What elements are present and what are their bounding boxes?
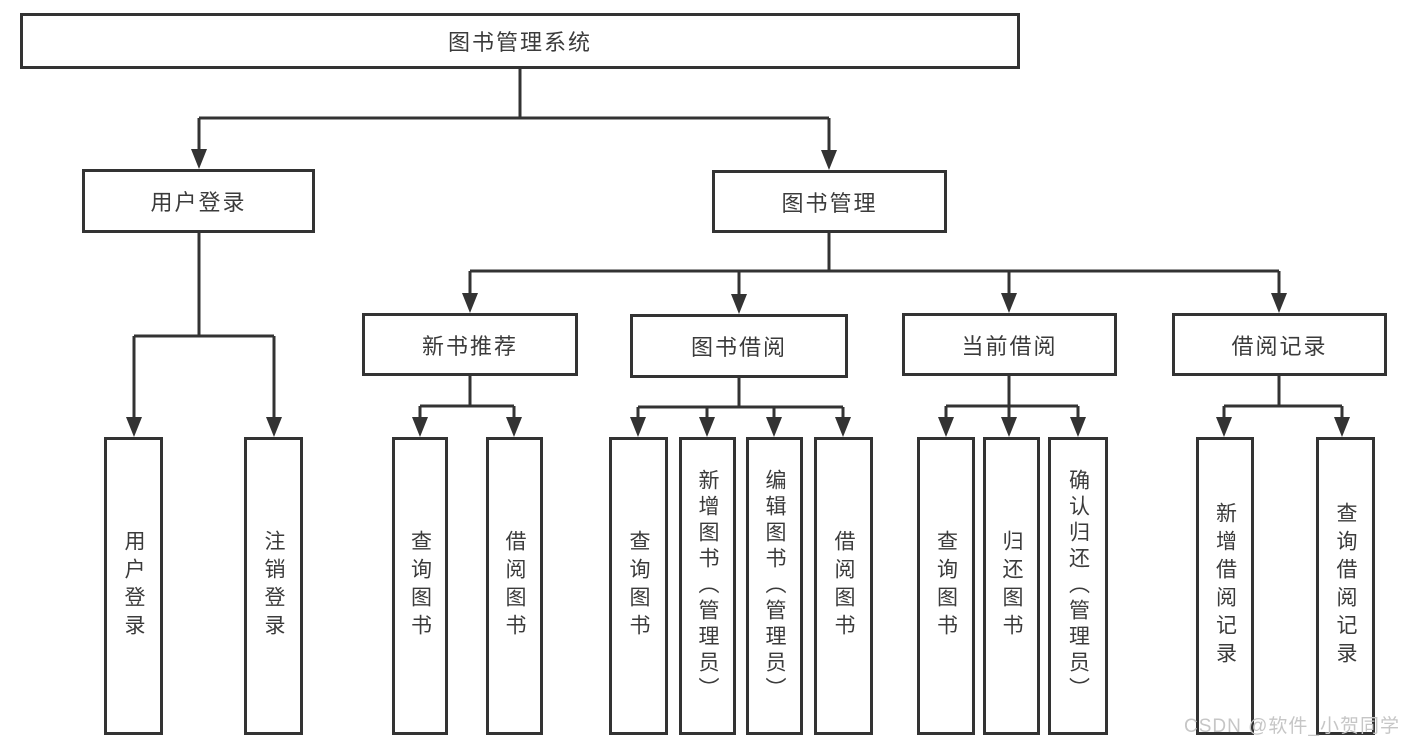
csdn-watermark: CSDN @软件_小贺同学 — [1184, 716, 1400, 737]
leaf-user-login: 用户登录 — [104, 437, 163, 735]
node-library-management-system: 图书管理系统 — [20, 13, 1020, 69]
leaf-add-borrowing-record: 新增借阅记录 — [1196, 437, 1254, 735]
node-book-borrowing: 图书借阅 — [630, 314, 848, 378]
leaf-borrow-books-borrowing: 借阅图书 — [814, 437, 873, 735]
node-borrowing-records: 借阅记录 — [1172, 313, 1387, 376]
leaf-add-books-admin: 新增图书（管理员） — [679, 437, 736, 735]
leaf-borrow-books-recommend: 借阅图书 — [486, 437, 543, 735]
leaf-confirm-return-admin: 确认归还（管理员） — [1048, 437, 1108, 735]
leaf-query-books-current: 查询图书 — [917, 437, 975, 735]
leaf-query-borrowing-record: 查询借阅记录 — [1316, 437, 1375, 735]
node-current-borrowing: 当前借阅 — [902, 313, 1117, 376]
leaf-query-books-recommend: 查询图书 — [392, 437, 448, 735]
leaf-logout: 注销登录 — [244, 437, 303, 735]
node-book-management: 图书管理 — [712, 170, 947, 233]
node-user-login: 用户登录 — [82, 169, 315, 233]
leaf-return-books: 归还图书 — [983, 437, 1040, 735]
node-new-book-recommendation: 新书推荐 — [362, 313, 578, 376]
leaf-query-books-borrowing: 查询图书 — [609, 437, 668, 735]
leaf-edit-books-admin: 编辑图书（管理员） — [746, 437, 803, 735]
